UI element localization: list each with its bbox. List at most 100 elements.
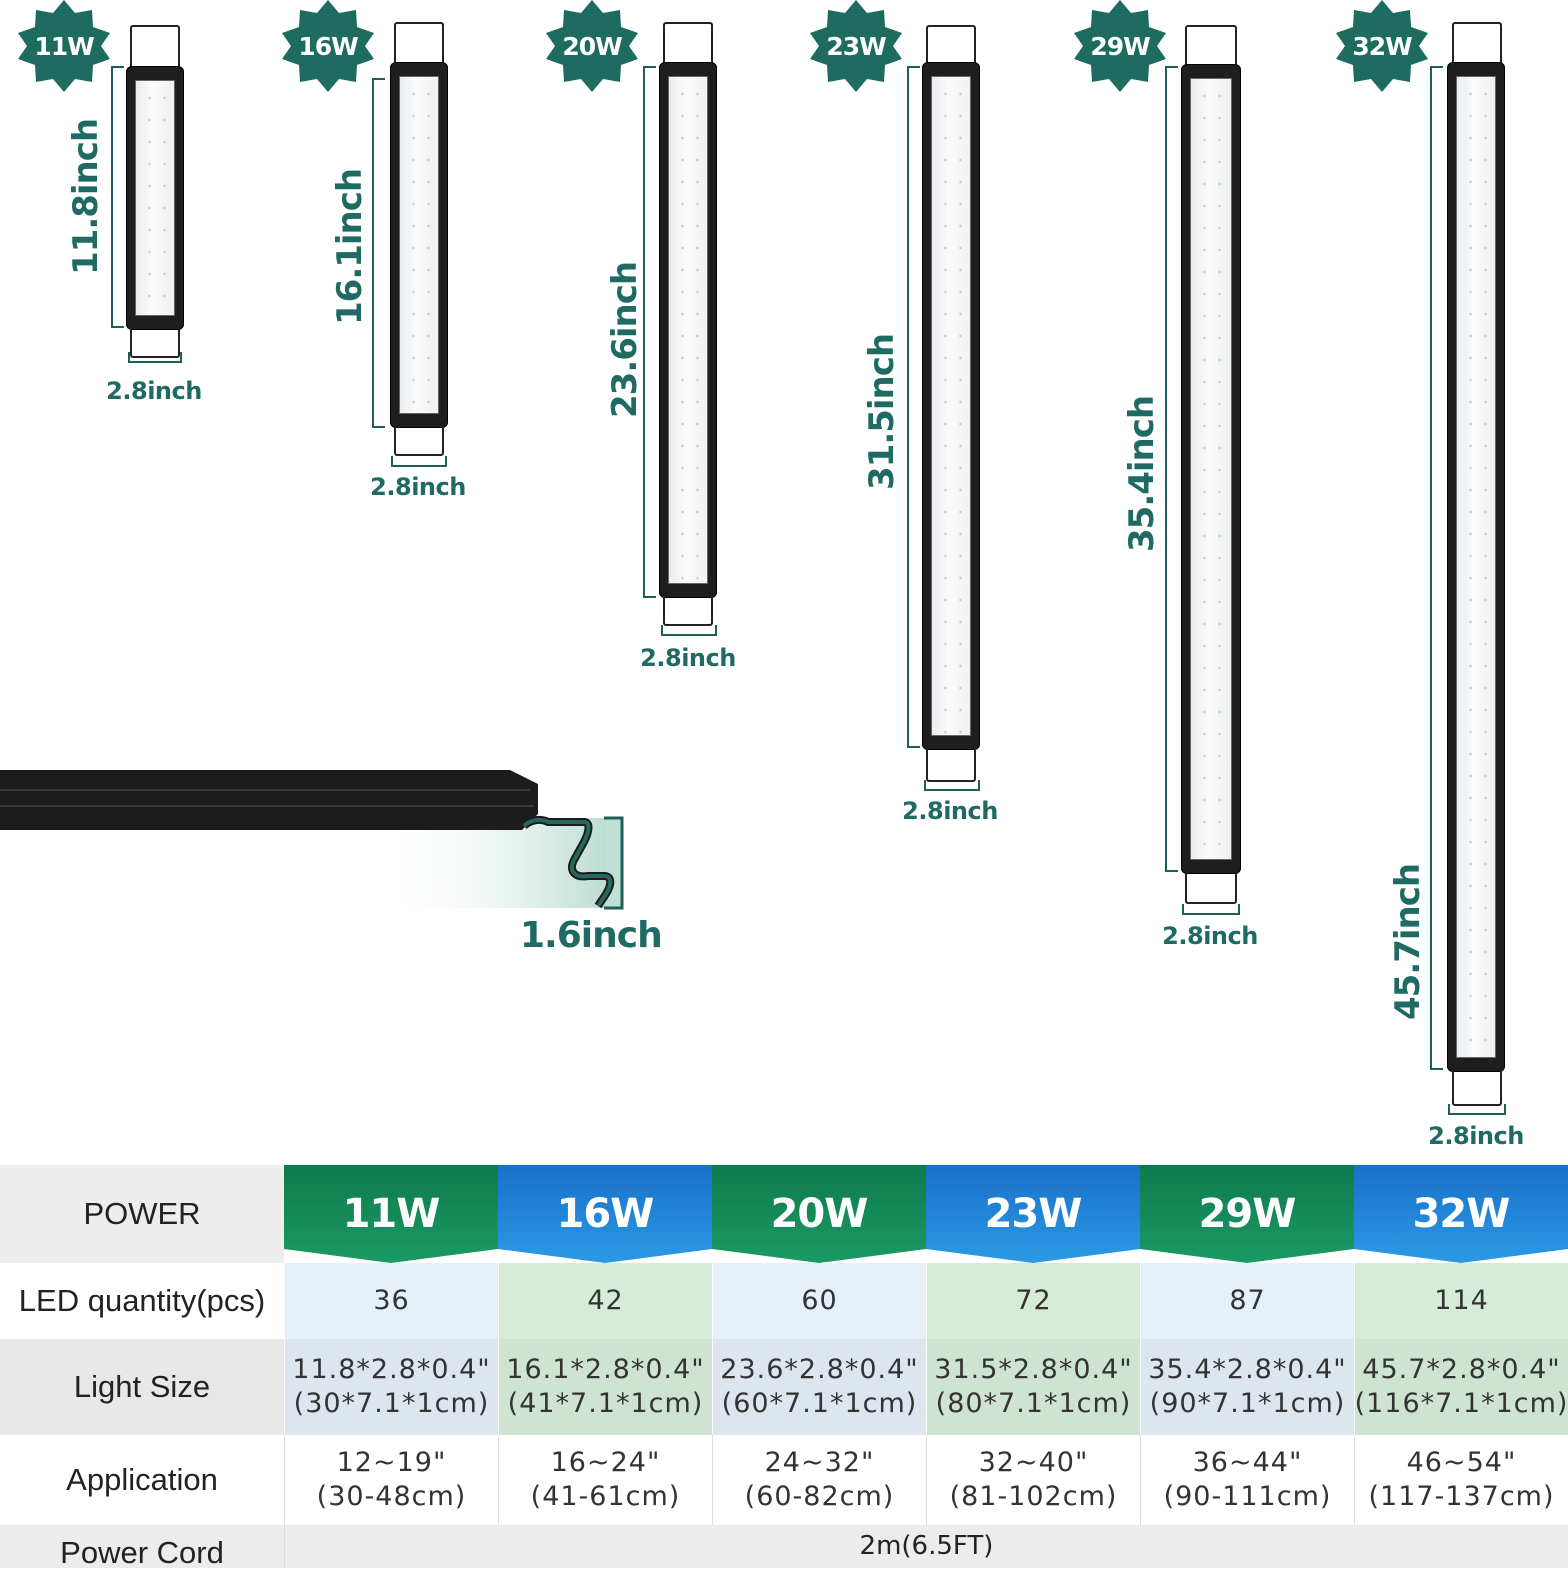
mounting-bracket-top	[663, 22, 713, 67]
mounting-bracket-bottom	[394, 426, 444, 456]
mounting-bracket-top	[1452, 22, 1502, 67]
table-cell: 32~40"(81-102cm)	[926, 1435, 1140, 1525]
table-row-led: LED quantity(pcs) 36 42 60 72 87 114	[0, 1263, 1568, 1339]
width-label: 2.8inch	[106, 377, 202, 405]
table-row-size: Light Size 11.8*2.8*0.4"(30*7.1*1cm) 16.…	[0, 1339, 1568, 1435]
power-badge: 11W	[12, 0, 116, 92]
width-label: 2.8inch	[370, 473, 466, 501]
badge-label: 16W	[298, 31, 358, 61]
size-inch: 16.1*2.8*0.4"	[506, 1354, 705, 1385]
size-inch: 35.4*2.8*0.4"	[1148, 1354, 1347, 1385]
width-dimension-line	[128, 352, 182, 363]
header-power: 32W	[1412, 1191, 1511, 1237]
badge-octagram-icon	[1336, 0, 1428, 92]
badge-label: 11W	[34, 31, 94, 61]
led-count: 60	[801, 1285, 838, 1316]
width-label: 2.8inch	[640, 644, 736, 672]
table-row-application: Application 12~19"(30-48cm) 16~24"(41-61…	[0, 1435, 1568, 1525]
length-label: 45.7inch	[1388, 863, 1428, 1020]
size-cm: (116*7.1*1cm)	[1354, 1388, 1568, 1419]
power-badge: 32W	[1330, 0, 1434, 92]
application-inch: 46~54"	[1406, 1447, 1517, 1478]
product-dimensions-diagram: 11W 11.8inch 2.8inch 16W 16.1inch 2.8inc…	[0, 0, 1524, 1150]
side-profile-view	[0, 760, 700, 980]
application-cm: (81-102cm)	[949, 1481, 1118, 1512]
length-dimension-line	[111, 66, 124, 328]
table-row-power: POWER 11W 16W 20W 23W 29W 32W	[0, 1165, 1568, 1263]
row-label: LED quantity(pcs)	[0, 1263, 284, 1339]
mounting-bracket-top	[130, 25, 180, 70]
table-cell: 46~54"(117-137cm)	[1354, 1435, 1568, 1525]
application-cm: (117-137cm)	[1368, 1481, 1555, 1512]
power-badge: 23W	[804, 0, 908, 92]
length-dimension-line	[372, 78, 385, 428]
badge-octagram-icon	[546, 0, 638, 92]
header-banner-shape	[1140, 1165, 1354, 1263]
led-count: 36	[373, 1285, 410, 1316]
header-banner-shape	[926, 1165, 1140, 1263]
badge-octagram-icon	[282, 0, 374, 92]
header-banner-shape	[498, 1165, 712, 1263]
width-dimension-line	[1182, 904, 1240, 915]
table-header-cell: 29W	[1140, 1165, 1354, 1263]
table-header-cell: 16W	[498, 1165, 712, 1263]
badge-label: 23W	[826, 31, 886, 61]
size-inch: 23.6*2.8*0.4"	[720, 1354, 919, 1385]
light-bar	[922, 62, 980, 750]
size-cm: (90*7.1*1cm)	[1149, 1388, 1346, 1419]
table-header-cell: 20W	[712, 1165, 926, 1263]
length-dimension-line	[1430, 66, 1443, 1070]
table-cell: 87	[1140, 1263, 1354, 1339]
mounting-bracket-bottom	[130, 328, 180, 358]
mounting-profile-diagram	[0, 770, 624, 910]
light-bar	[1447, 62, 1505, 1072]
badge-label: 29W	[1090, 31, 1150, 61]
profile-height-label: 1.6inch	[520, 915, 663, 956]
length-label: 23.6inch	[605, 261, 645, 418]
mounting-bracket-top	[926, 25, 976, 67]
table-cell: 60	[712, 1263, 926, 1339]
header-banner-shape	[712, 1165, 926, 1263]
header-banner-shape	[284, 1165, 498, 1263]
header-power: 16W	[556, 1191, 655, 1237]
badge-label: 20W	[562, 31, 622, 61]
header-power: 11W	[342, 1191, 441, 1237]
badge-octagram-icon	[810, 0, 902, 92]
size-cm: (80*7.1*1cm)	[935, 1388, 1132, 1419]
table-cell: 36~44"(90-111cm)	[1140, 1435, 1354, 1525]
table-header-cell: 23W	[926, 1165, 1140, 1263]
table-cell: 16~24"(41-61cm)	[498, 1435, 712, 1525]
light-bar	[126, 66, 184, 330]
header-power: 23W	[984, 1191, 1083, 1237]
width-label: 2.8inch	[1428, 1122, 1524, 1150]
led-count: 42	[587, 1285, 624, 1316]
led-count: 72	[1015, 1285, 1052, 1316]
table-cell: 24~32"(60-82cm)	[712, 1435, 926, 1525]
length-dimension-line	[907, 66, 920, 748]
width-label: 2.8inch	[902, 797, 998, 825]
length-dimension-line	[643, 66, 656, 598]
table-cell: 16.1*2.8*0.4"(41*7.1*1cm)	[498, 1339, 712, 1435]
table-header-cell: 32W	[1354, 1165, 1568, 1263]
width-dimension-line	[924, 780, 980, 791]
application-cm: (41-61cm)	[530, 1481, 681, 1512]
size-cm: (41*7.1*1cm)	[507, 1388, 704, 1419]
size-inch: 11.8*2.8*0.4"	[292, 1354, 491, 1385]
size-inch: 31.5*2.8*0.4"	[934, 1354, 1133, 1385]
table-cell: 35.4*2.8*0.4"(90*7.1*1cm)	[1140, 1339, 1354, 1435]
width-label: 2.8inch	[1162, 922, 1258, 950]
power-badge: 29W	[1068, 0, 1172, 92]
table-cell: 36	[284, 1263, 498, 1339]
table-cell: 45.7*2.8*0.4"(116*7.1*1cm)	[1354, 1339, 1568, 1435]
light-bar	[659, 62, 717, 598]
mounting-bracket-top	[1185, 25, 1237, 69]
row-label: POWER	[0, 1165, 284, 1263]
length-label: 35.4inch	[1122, 395, 1162, 552]
led-count: 87	[1229, 1285, 1266, 1316]
power-cord-value: 2m(6.5FT)	[284, 1525, 1568, 1568]
table-header-cell: 11W	[284, 1165, 498, 1263]
table-cell: 42	[498, 1263, 712, 1339]
application-cm: (90-111cm)	[1163, 1481, 1332, 1512]
badge-octagram-icon	[1074, 0, 1166, 92]
application-inch: 12~19"	[336, 1447, 447, 1478]
